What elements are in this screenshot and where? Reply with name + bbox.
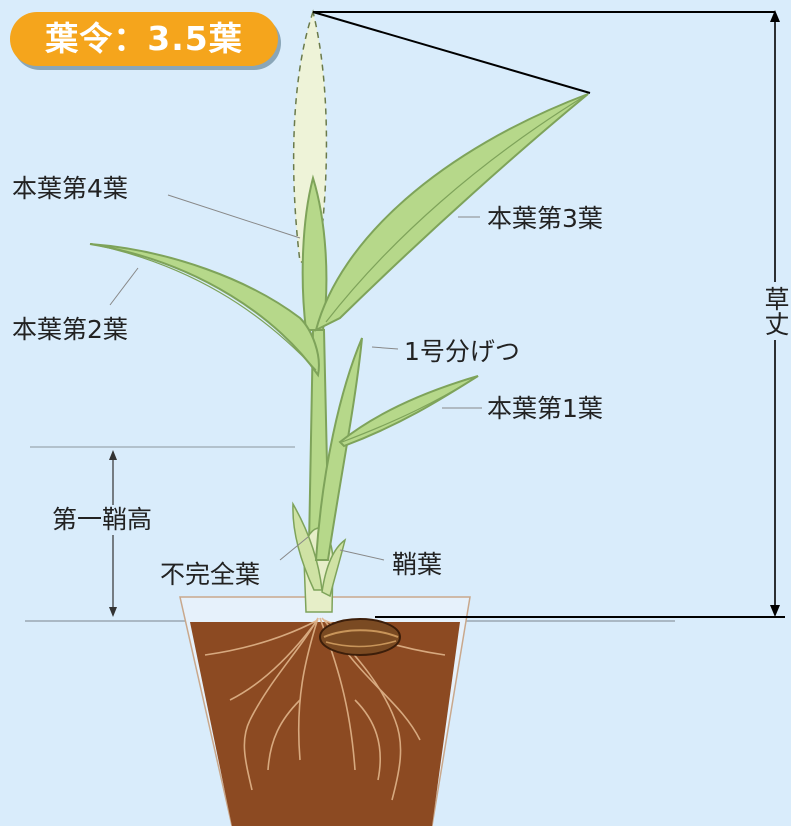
- label-leaf-1: 本葉第1葉: [487, 394, 603, 423]
- label-leaf-3: 本葉第3葉: [487, 204, 603, 233]
- leaf-1-shape: [338, 375, 479, 448]
- leaf-age-badge: 葉令：3.5葉: [10, 12, 278, 66]
- tiller-1-shape: [314, 337, 363, 561]
- label-first-sheath-height: 第一鞘高: [52, 505, 153, 535]
- seed: [319, 618, 401, 656]
- label-tiller-1: 1号分げつ: [404, 337, 520, 366]
- leaf-4-shape: [301, 174, 328, 331]
- label-leaf-2: 本葉第2葉: [12, 315, 128, 344]
- label-plant-height: 草丈: [760, 282, 790, 340]
- label-coleoptile: 鞘葉: [392, 550, 443, 579]
- leaf-2-shape: [89, 243, 320, 378]
- label-leaf-4: 本葉第4葉: [12, 174, 128, 203]
- soil: [190, 622, 460, 826]
- label-incomplete-leaf: 不完全葉: [160, 560, 261, 589]
- incomplete-leaf-shape: [292, 501, 323, 591]
